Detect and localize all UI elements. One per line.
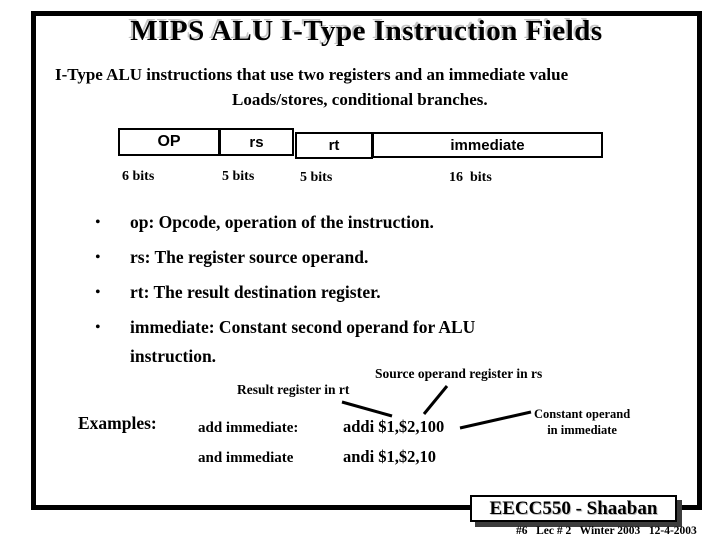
- bullet-item-op: • op: Opcode, operation of the instructi…: [95, 208, 565, 237]
- bits-label-rs: 5 bits: [222, 169, 255, 184]
- field-box-rt: rt: [295, 132, 373, 159]
- bullet-item-immediate: • immediate: Constant second operand for…: [95, 313, 565, 371]
- example-2-name: and immediate: [198, 450, 294, 466]
- field-box-rs: rs: [219, 128, 294, 156]
- field-label-op: OP: [157, 133, 181, 150]
- callout-constant-operand: Constant operand in immediate: [534, 406, 630, 438]
- bits-label-immediate: 16 bits: [449, 170, 492, 185]
- footer-course-box: EECC550 - Shaaban: [470, 495, 677, 522]
- bullet-text-rs: rs: The register source operand.: [130, 247, 369, 267]
- bullet-icon: •: [95, 319, 101, 336]
- field-label-rs: rs: [249, 133, 264, 151]
- bullet-item-rs: • rs: The register source operand.: [95, 243, 565, 272]
- slide-title: MIPS ALU I-Type Instruction Fields: [130, 15, 603, 47]
- callout-constant-line-2: in immediate: [547, 423, 617, 437]
- callout-result-register: Result register in rt: [237, 382, 350, 397]
- field-box-immediate: immediate: [372, 132, 603, 158]
- field-label-rt: rt: [328, 137, 340, 154]
- bullet-item-rt: • rt: The result destination register.: [95, 278, 565, 307]
- bullet-text-op: op: Opcode, operation of the instruction…: [130, 212, 434, 232]
- callout-source-operand: Source operand register in rs: [375, 366, 543, 381]
- bullet-icon: •: [95, 214, 101, 231]
- example-2-code: andi $1,$2,10: [343, 447, 437, 466]
- bits-label-op: 6 bits: [122, 169, 155, 184]
- example-1-name: add immediate:: [198, 420, 299, 436]
- subtitle-line-1: I-Type ALU instructions that use two reg…: [55, 65, 569, 84]
- subtitle-line-2: Loads/stores, conditional branches.: [232, 90, 488, 109]
- bits-label-rt: 5 bits: [300, 170, 333, 185]
- footer-course-title: EECC550 - Shaaban: [489, 497, 658, 519]
- field-label-immediate: immediate: [450, 136, 525, 154]
- example-1-code: addi $1,$2,100: [343, 417, 445, 436]
- bullet-list: • op: Opcode, operation of the instructi…: [95, 208, 565, 377]
- field-box-op: OP: [118, 128, 220, 156]
- bullet-text-rt: rt: The result destination register.: [130, 282, 381, 302]
- bullet-icon: •: [95, 249, 101, 266]
- callout-constant-line-1: Constant operand: [534, 407, 631, 421]
- examples-label: Examples:: [78, 413, 157, 433]
- footer-lecture-info: #6 Lec # 2 Winter 2003 12-4-2003: [516, 525, 697, 537]
- bullet-text-immediate: immediate: Constant second operand for A…: [130, 317, 476, 366]
- bullet-icon: •: [95, 284, 101, 301]
- slide-border-frame: [31, 11, 702, 510]
